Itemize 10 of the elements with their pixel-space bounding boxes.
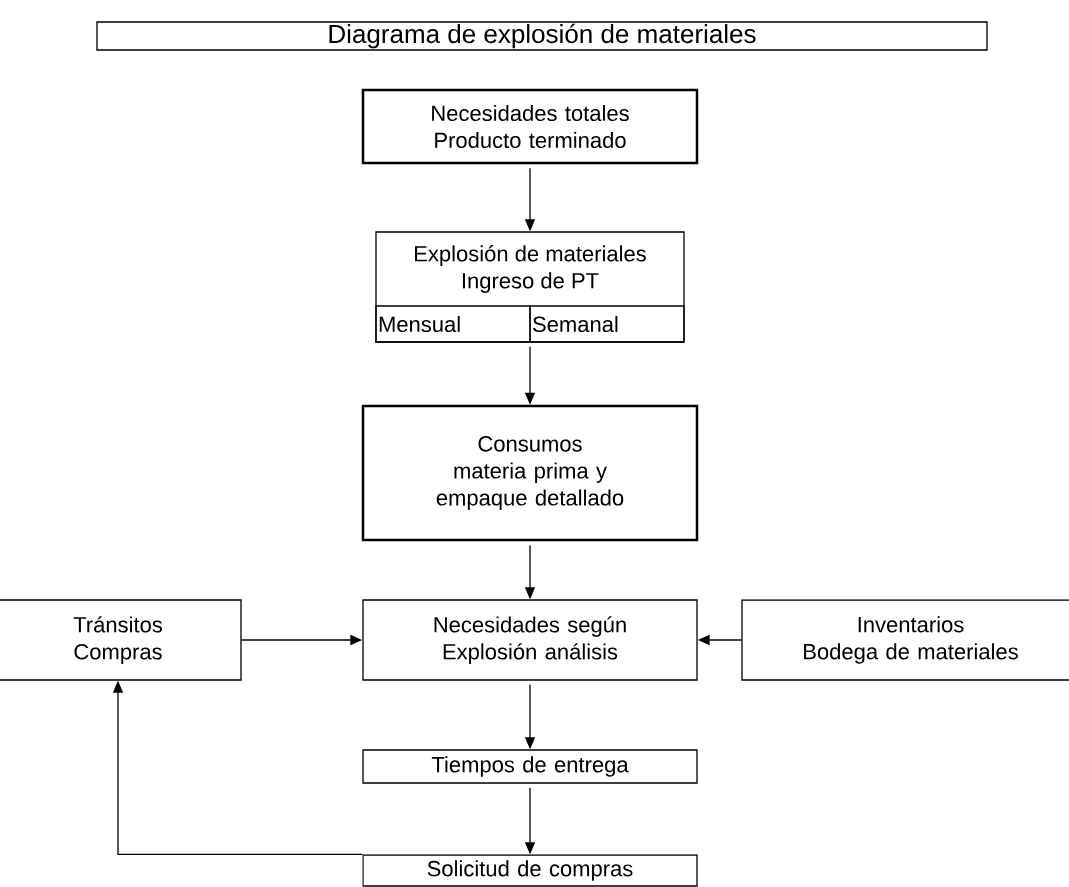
process-box: Tránsitos Compras — [0, 599, 242, 681]
process-box: Necesidades según Explosión análisis — [362, 599, 698, 681]
process-box: Tiempos de entrega — [362, 749, 698, 784]
process-box: Consumos materia prima y empaque detallado — [361, 404, 699, 542]
table-cell: Mensual — [375, 305, 531, 343]
process-box: Necesidades totales Producto terminado — [361, 88, 699, 165]
process-box: Solicitud de compras — [362, 854, 698, 887]
table-cell: Semanal — [529, 305, 685, 343]
process-box: Inventarios Bodega de materiales — [741, 599, 1069, 681]
title-box: Diagrama de explosión de materiales — [96, 21, 988, 51]
